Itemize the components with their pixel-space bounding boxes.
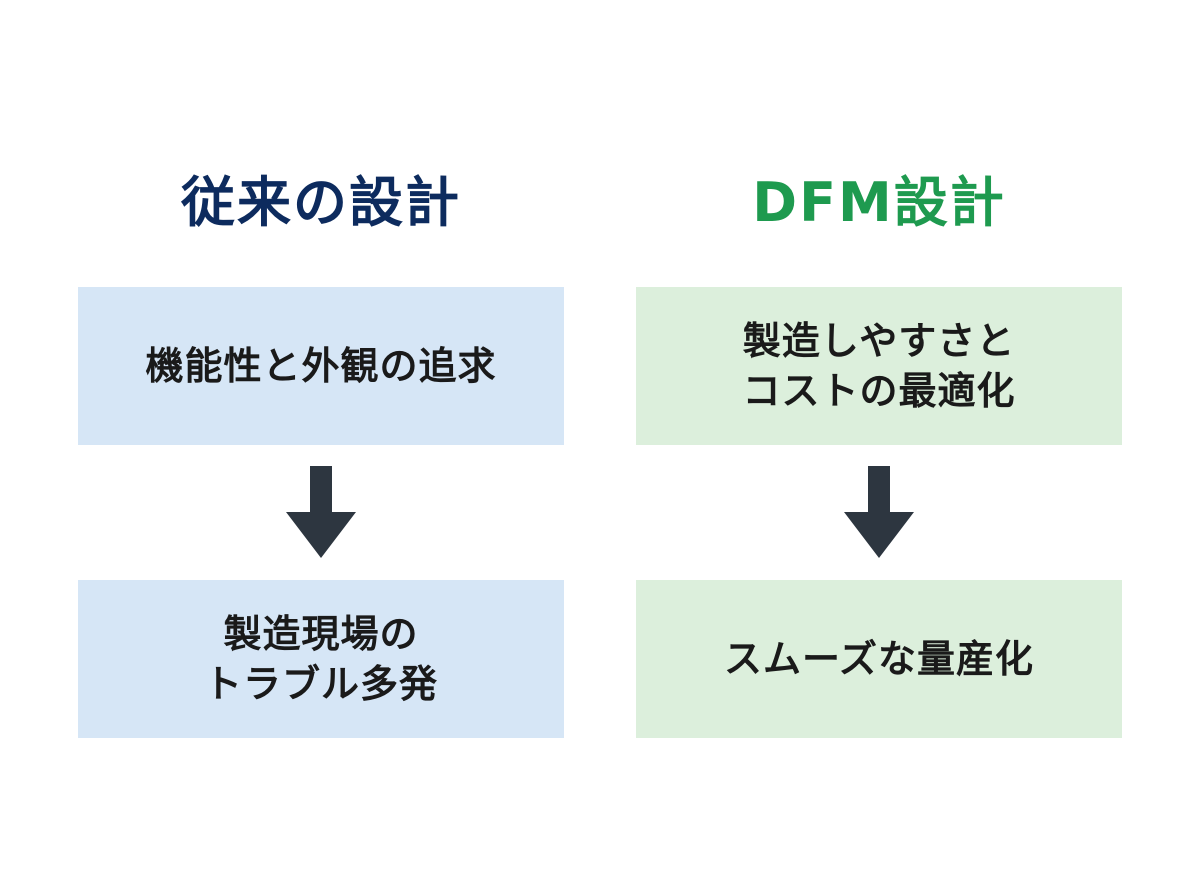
right-bottom-box: スムーズな量産化 xyxy=(636,580,1122,738)
right-bottom-box-line-1: スムーズな量産化 xyxy=(723,637,1035,681)
right-top-box-line-2: コストの最適化 xyxy=(742,369,1016,413)
right-column-title: DFM設計 xyxy=(752,171,1006,234)
arrow-down-icon xyxy=(286,466,356,558)
left-arrow-shape xyxy=(286,466,356,558)
left-top-box-line-1: 機能性と外観の追求 xyxy=(145,344,497,388)
left-column: 従来の設計 機能性と外観の追求 製造現場の トラブル多発 xyxy=(78,0,564,896)
right-top-box-line-1: 製造しやすさと xyxy=(742,319,1016,363)
left-bottom-box-line-1: 製造現場の xyxy=(223,612,419,656)
left-top-box: 機能性と外観の追求 xyxy=(78,287,564,445)
right-column: DFM設計 製造しやすさと コストの最適化 スムーズな量産化 xyxy=(636,0,1122,896)
left-bottom-box-line-2: トラブル多発 xyxy=(203,662,438,706)
right-top-box: 製造しやすさと コストの最適化 xyxy=(636,287,1122,445)
arrow-down-icon xyxy=(844,466,914,558)
left-bottom-box: 製造現場の トラブル多発 xyxy=(78,580,564,738)
right-arrow-shape xyxy=(844,466,914,558)
left-column-title: 従来の設計 xyxy=(181,171,461,234)
